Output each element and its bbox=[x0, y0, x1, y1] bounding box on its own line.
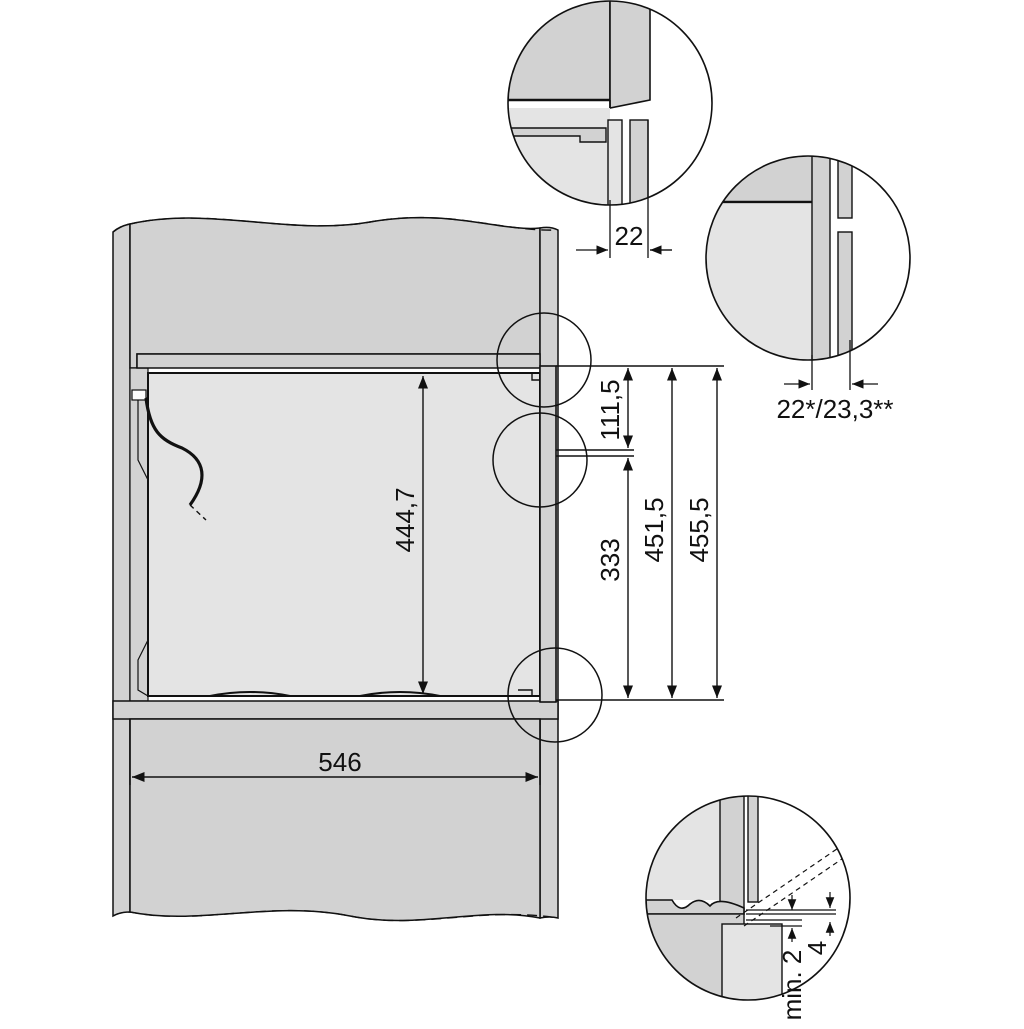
label-gap-22-top: 22 bbox=[615, 221, 644, 251]
label-width-546: 546 bbox=[318, 747, 361, 777]
label-height-444: 444,7 bbox=[390, 487, 420, 552]
appliance bbox=[131, 365, 557, 703]
detail-circle-bottom bbox=[645, 795, 851, 1001]
callout-circle-top bbox=[496, 312, 592, 408]
cable-connector bbox=[131, 389, 147, 401]
upper-shelf bbox=[136, 353, 541, 369]
label-height-333: 333 bbox=[595, 538, 625, 581]
power-cable-dash bbox=[189, 504, 207, 521]
cabinet-left-side bbox=[112, 223, 131, 918]
appliance-top-step bbox=[518, 372, 540, 381]
label-min-gap: min. 2 bbox=[777, 950, 807, 1021]
appliance-body bbox=[147, 372, 541, 697]
callout-circle-bottom bbox=[507, 647, 603, 743]
detail-mid: 22*/23,3** bbox=[705, 155, 911, 424]
appliance-front-panel bbox=[539, 365, 557, 703]
detail-bottom: min. 2 4 bbox=[645, 795, 851, 1021]
niche-left-wall bbox=[129, 367, 149, 702]
detail-top: 22 bbox=[507, 0, 713, 258]
label-depth-4: 4 bbox=[802, 941, 832, 955]
label-height-455: 455,5 bbox=[684, 497, 714, 562]
dimension-lines bbox=[129, 365, 724, 785]
break-line-top bbox=[112, 216, 559, 233]
appliance-feet bbox=[209, 691, 540, 697]
appliance-side-contour bbox=[137, 397, 149, 697]
label-height-451: 451,5 bbox=[639, 497, 669, 562]
power-cable bbox=[144, 397, 204, 506]
callout-circles bbox=[492, 312, 603, 743]
callout-circle-mid bbox=[492, 412, 588, 508]
break-line-bottom bbox=[112, 909, 559, 922]
label-gap-22-mid: 22*/23,3** bbox=[776, 394, 893, 424]
lower-shelf bbox=[112, 700, 559, 720]
detail-circle-mid bbox=[705, 155, 911, 361]
cabinet-upper bbox=[129, 216, 541, 369]
label-height-111: 111,5 bbox=[595, 379, 625, 440]
appliance-bottom-step bbox=[518, 689, 533, 696]
